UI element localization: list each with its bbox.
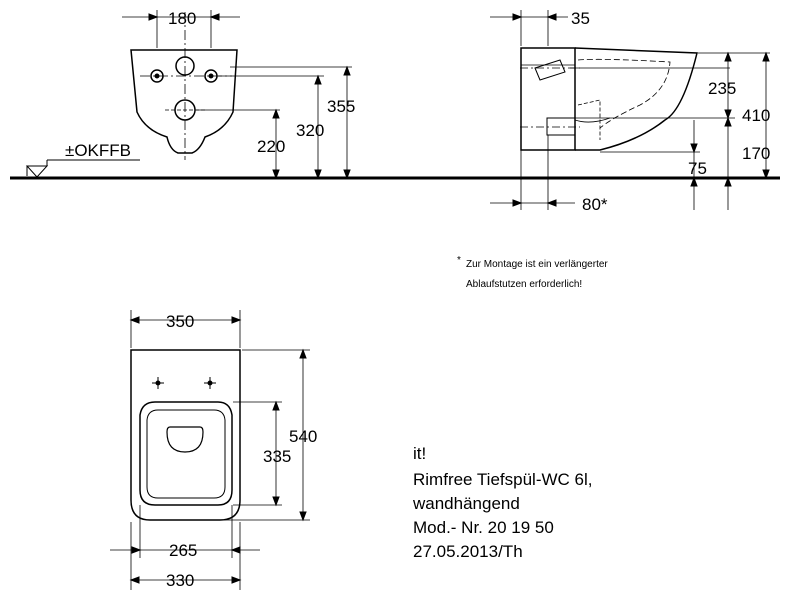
drawing-date: 27.05.2013/Th [413,542,523,561]
side-view-bowl [574,47,698,151]
dimension-320: 320 [296,121,324,140]
product-info-block: it! Rimfree Tiefspül-WC 6l, wandhängend … [412,444,592,561]
dimension-220: 220 [257,137,285,156]
footnote-line-1: Zur Montage ist ein verlängerter [466,259,608,270]
bowl-outer-rim [139,401,233,506]
footnote-marker: * [457,255,461,266]
front-view [122,10,352,180]
product-name: Rimfree Tiefspül-WC 6l, [413,470,592,489]
dimension-80-star: 80* [582,195,608,214]
dimension-235: 235 [708,79,736,98]
drain-opening [166,426,204,453]
dimension-170: 170 [742,144,770,163]
product-brand: it! [413,444,426,463]
dimension-330: 330 [166,571,194,590]
dimension-355: 355 [327,97,355,116]
plan-view [110,310,310,590]
bowl-inner-rim [146,409,226,499]
footnote-line-2: Ablaufstutzen erforderlich! [466,279,582,290]
dimension-180: 180 [168,9,196,28]
product-mounting: wandhängend [412,494,520,513]
dimension-540: 540 [289,427,317,446]
left-fixing-mark [152,377,164,389]
floor-symbol [25,159,140,178]
right-fixing-mark [204,377,216,389]
dimension-335: 335 [263,447,291,466]
dimension-265: 265 [169,541,197,560]
side-view [490,10,770,210]
dimension-410: 410 [742,106,770,125]
front-view-body [130,49,238,154]
dimension-75: 75 [688,159,707,178]
dimension-35: 35 [571,9,590,28]
floor-reference-label: ±OKFFB [65,141,131,160]
product-model-number: Mod.- Nr. 20 19 50 [413,518,554,537]
dimension-350: 350 [166,312,194,331]
